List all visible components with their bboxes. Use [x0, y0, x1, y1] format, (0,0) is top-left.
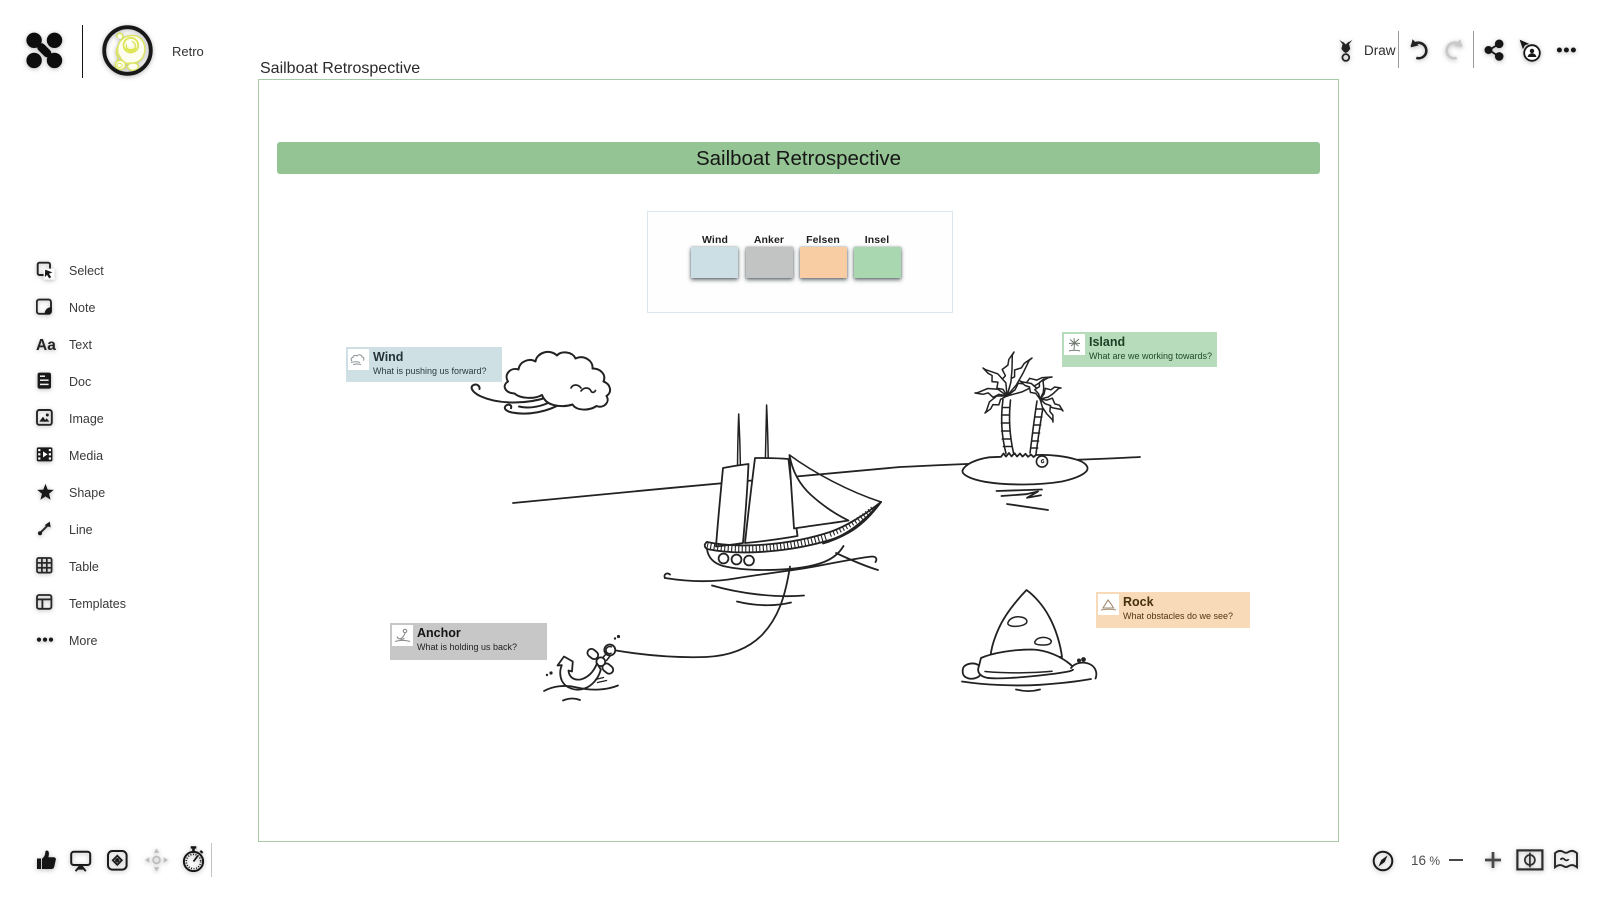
svg-text:Aa: Aa	[36, 337, 56, 354]
